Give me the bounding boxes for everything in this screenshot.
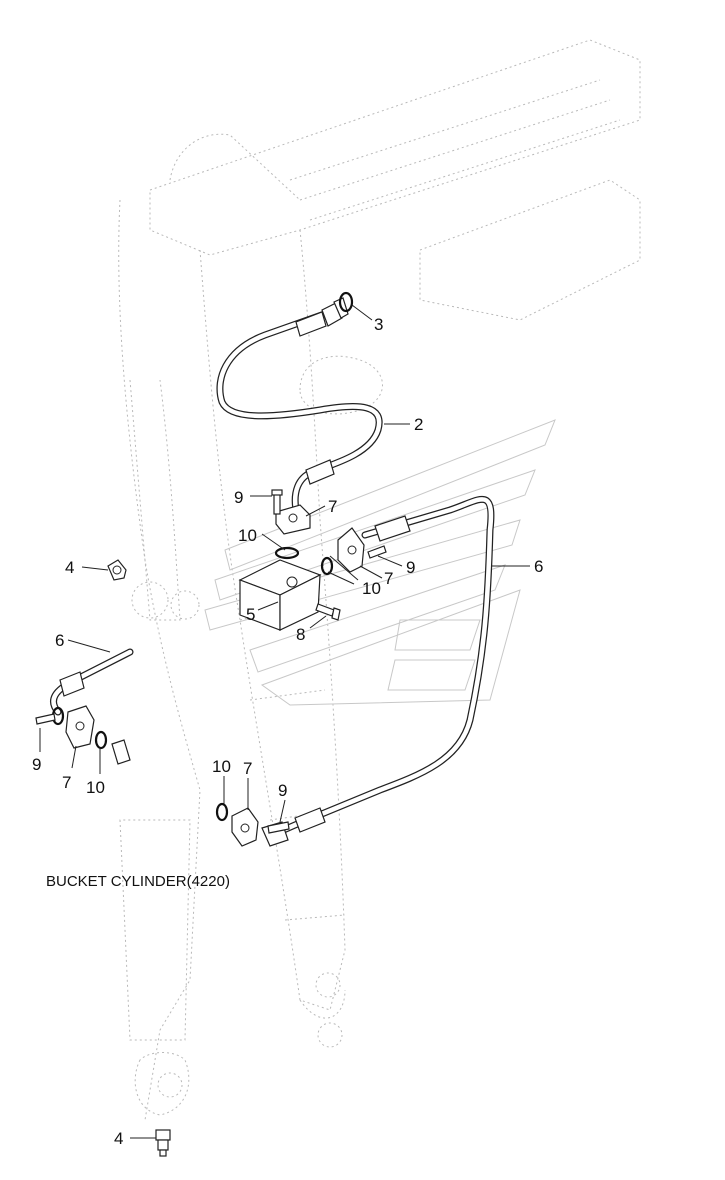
leader-lines: [39, 304, 530, 1139]
stripe-decal-ghost: [204, 419, 556, 706]
bolt-9-lower: [267, 821, 290, 834]
callout-7: 7: [328, 497, 337, 516]
hose-2: [216, 297, 383, 514]
callout-4: 4: [65, 558, 74, 577]
flange-7-right: [337, 527, 365, 573]
o-ring-3: [338, 291, 354, 313]
callout-10: 10: [212, 757, 231, 776]
bolt-9-left: [35, 713, 56, 725]
bolt-8: [315, 603, 341, 621]
callout-5: 5: [246, 605, 255, 624]
callout-7: 7: [384, 569, 393, 588]
callouts: 3 2 9 7 10 9 7 6 4 10 5 8 6 9 7 10 10 7 …: [32, 315, 543, 1148]
fitting-4-bottom: [155, 1129, 171, 1157]
callout-10: 10: [238, 526, 257, 545]
callout-3: 3: [374, 315, 383, 334]
bolt-9-upper: [271, 489, 283, 515]
callout-7: 7: [62, 773, 71, 792]
callout-10: 10: [86, 778, 105, 797]
fitting-4-upper: [107, 559, 127, 581]
hose-6-right: [261, 495, 495, 847]
callout-9: 9: [278, 781, 287, 800]
callout-2: 2: [414, 415, 423, 434]
flange-7-lower: [231, 807, 259, 847]
callout-9: 9: [406, 558, 415, 577]
flange-7-left: [65, 705, 95, 749]
callout-10: 10: [362, 579, 381, 598]
o-ring-10-left: [94, 730, 108, 750]
caption-bucket-cylinder: BUCKET CYLINDER(4220): [46, 873, 230, 890]
callout-7: 7: [243, 759, 252, 778]
bolt-9-right: [367, 545, 387, 559]
o-ring-10-upper: [274, 546, 300, 560]
callout-6: 6: [55, 631, 64, 650]
callout-9: 9: [32, 755, 41, 774]
callout-4: 4: [114, 1129, 123, 1148]
manifold-block-5: [238, 559, 322, 631]
callout-6: 6: [534, 557, 543, 576]
hose-6-left: [50, 648, 134, 716]
o-ring-10-right: [320, 556, 334, 576]
callout-9: 9: [234, 488, 243, 507]
o-ring-10-lower: [215, 802, 229, 822]
fitting-4-left-lower: [111, 739, 131, 765]
flange-7-upper: [275, 504, 311, 535]
callout-8: 8: [296, 625, 305, 644]
